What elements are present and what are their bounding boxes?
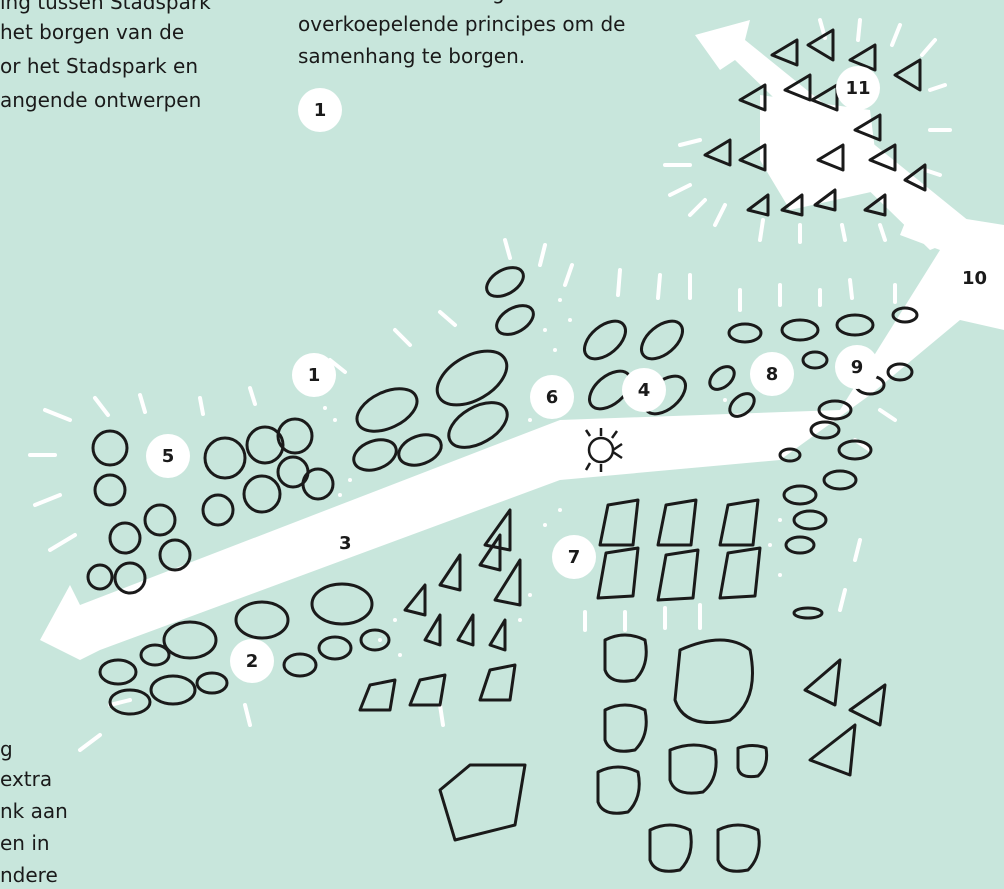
text-line: g bbox=[0, 737, 13, 761]
marker-2: 2 bbox=[230, 639, 274, 683]
dots bbox=[323, 298, 782, 657]
text-line: angende ontwerpen bbox=[0, 88, 202, 112]
text-line: en in bbox=[0, 831, 50, 855]
marker-7: 7 bbox=[552, 535, 596, 579]
text-line: ing tussen Stadspark bbox=[0, 0, 211, 14]
text-line: ndere bbox=[0, 863, 58, 887]
text-line: overkoepelende principes om de bbox=[298, 12, 626, 36]
text-line: het borgen van de bbox=[0, 20, 185, 44]
marker-5: 5 bbox=[146, 434, 190, 478]
marker-1: 1 bbox=[292, 353, 336, 397]
cluster-11-area bbox=[760, 95, 880, 210]
marker-9: 9 bbox=[835, 345, 879, 389]
marker-8: 8 bbox=[750, 352, 794, 396]
text-line: extra bbox=[0, 767, 53, 791]
text-line: or het Stadspark en bbox=[0, 54, 198, 78]
marker-10: 10 bbox=[962, 268, 988, 289]
text-line: samenhang te borgen. bbox=[298, 44, 526, 68]
marker-1-top: 1 bbox=[298, 88, 342, 132]
marker-6: 6 bbox=[530, 375, 574, 419]
text-line: g bbox=[492, 0, 505, 6]
marker-4: 4 bbox=[622, 368, 666, 412]
main-path-arrow bbox=[40, 210, 1004, 660]
marker-11: 11 bbox=[836, 66, 880, 110]
text-line: nk aan bbox=[0, 799, 68, 823]
marker-3: 3 bbox=[339, 533, 352, 554]
bug-icon bbox=[584, 428, 623, 472]
burst-lines bbox=[28, 18, 952, 752]
